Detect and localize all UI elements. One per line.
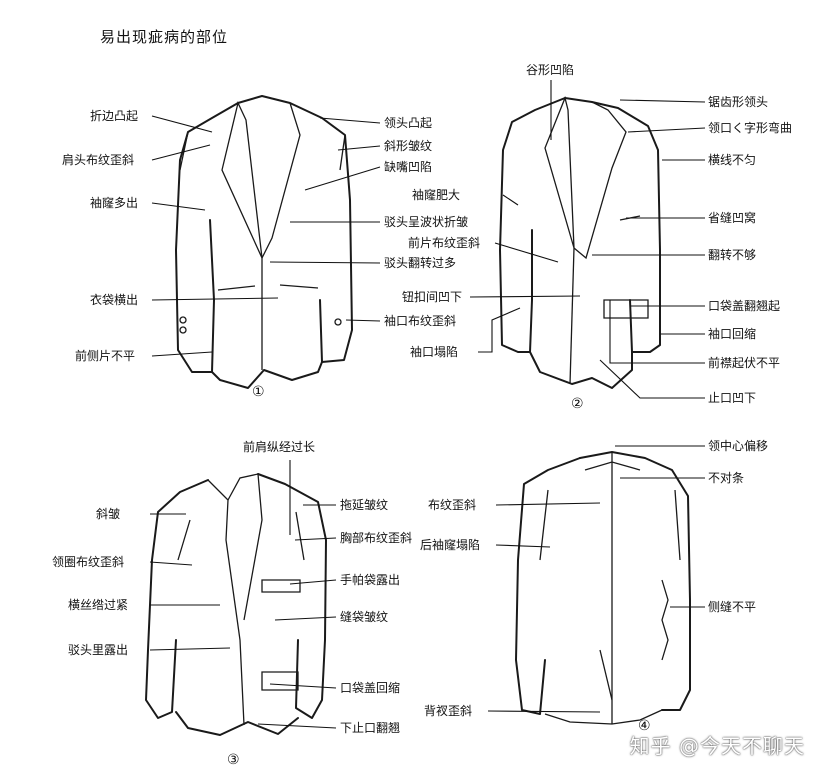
label-pocket-seam-wrinkle: 缝袋皱纹 xyxy=(340,610,389,624)
label-lapel-overturn: 驳头翻转过多 xyxy=(384,256,457,270)
label-front-undulate: 前襟起伏不平 xyxy=(708,356,781,370)
label-lower-edge-curl: 下止口翻翘 xyxy=(340,721,401,735)
label-drag-wrinkles: 拖延皱纹 xyxy=(340,498,389,512)
jacket-figure-3 xyxy=(145,473,327,736)
label-dart-dimple: 省缝凹窝 xyxy=(708,211,757,225)
label-grain-skew: 布纹歪斜 xyxy=(428,498,477,512)
jacket-figure-1 xyxy=(175,95,353,389)
label-button-gap-dent: 钮扣间凹下 xyxy=(402,290,463,304)
jacket-figure-2 xyxy=(499,95,661,389)
label-fold-bulge: 折边凸起 xyxy=(90,109,139,123)
diagram-title: 易出现疵病的部位 xyxy=(100,28,229,46)
label-collar-center-offset: 领中心偏移 xyxy=(708,439,769,453)
label-front-shoulder-long: 前肩纵经过长 xyxy=(243,440,316,454)
label-diagonal-wrinkles: 斜形皱纹 xyxy=(384,139,433,153)
jacket-figure-4 xyxy=(515,451,691,725)
leader-lines xyxy=(149,80,706,729)
label-flap-curl: 口袋盖翻翘起 xyxy=(708,299,781,313)
label-side-seam-uneven: 侧缝不平 xyxy=(708,600,757,614)
label-flap-shrink: 口袋盖回缩 xyxy=(340,681,401,695)
label-front-side-uneven: 前侧片不平 xyxy=(75,349,136,363)
label-pocket-horizontal: 衣袋横出 xyxy=(90,293,139,307)
label-collar-bulge: 领头凸起 xyxy=(384,116,433,130)
label-back-vent-skew: 背衩歪斜 xyxy=(424,704,473,718)
label-diagonal-crease: 斜皱 xyxy=(96,507,121,521)
label-valley-dent: 谷形凹陷 xyxy=(526,63,575,77)
label-uneven-lines: 横线不匀 xyxy=(708,153,757,167)
label-armhole-loose: 袖窿肥大 xyxy=(412,188,461,202)
label-cuff-grain-skew: 袖口布纹歪斜 xyxy=(384,314,457,328)
label-weft-tight: 横丝绺过紧 xyxy=(68,598,129,612)
label-hanky-pocket-show: 手帕袋露出 xyxy=(340,573,401,587)
label-collar-grain-skew: 领圈布纹歪斜 xyxy=(52,555,125,569)
label-shoulder-grain-skew: 肩头布纹歪斜 xyxy=(62,153,135,167)
label-armhole-excess: 袖窿多出 xyxy=(90,196,139,210)
label-edge-dent: 止口凹下 xyxy=(708,391,757,405)
label-neckline-bend: 领口く字形弯曲 xyxy=(708,121,793,135)
figure-number-1: ① xyxy=(252,384,265,400)
label-cuff-shrink: 袖口回缩 xyxy=(708,327,757,341)
label-stripe-mismatch: 不对条 xyxy=(708,471,745,485)
label-lapel-lining-show: 驳头里露出 xyxy=(68,643,129,657)
label-lapel-wave-fold: 驳头呈波状折皱 xyxy=(384,215,469,229)
label-insufficient-turn: 翻转不够 xyxy=(708,248,757,262)
label-cuff-sag: 袖口塌陷 xyxy=(410,345,459,359)
label-back-armhole-sag: 后袖窿塌陷 xyxy=(420,538,481,552)
figure-number-2: ② xyxy=(571,396,584,412)
watermark: 知乎 @今天不聊天 xyxy=(629,734,805,758)
figure-number-3: ③ xyxy=(227,752,240,768)
label-front-grain-skew: 前片布纹歪斜 xyxy=(408,236,481,250)
label-notch-dent: 缺嘴凹陷 xyxy=(384,160,433,174)
label-sawtooth-collar: 锯齿形领头 xyxy=(708,95,769,109)
figure-number-4: ④ xyxy=(638,718,651,734)
label-chest-grain-skew: 胸部布纹歪斜 xyxy=(340,531,413,545)
